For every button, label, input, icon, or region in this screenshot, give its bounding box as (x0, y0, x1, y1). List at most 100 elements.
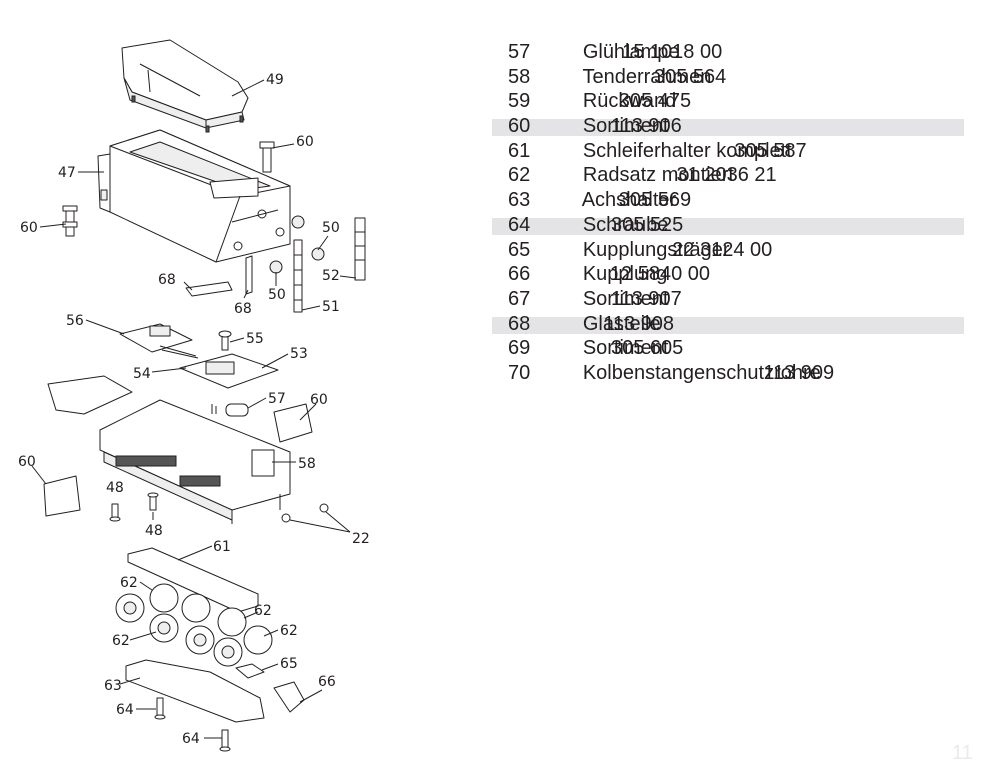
callout-62: 62 (280, 623, 298, 639)
callout-48: 48 (145, 523, 163, 539)
part-66-coupling (273, 681, 305, 713)
part-53-board (179, 353, 279, 389)
callout-50: 50 (322, 220, 340, 236)
parts-list-row: 58 Tenderrahmen 305 564 (492, 65, 964, 90)
callout-57: 57 (268, 391, 286, 407)
callout-53: 53 (290, 346, 308, 362)
part-name: Sortiment (582, 115, 669, 138)
order-code: 305 569 (618, 189, 692, 212)
part-number: 62 (508, 164, 531, 187)
part-name: Schleiferhalter komplett (582, 139, 792, 162)
part-name: Radsatz montiert (582, 164, 734, 187)
part-name: Kupplung (582, 263, 668, 286)
parts-list-row: 62 Radsatz montiert 31 2036 21 (492, 163, 964, 188)
callout-54: 54 (133, 366, 151, 382)
part-58-frame (99, 399, 291, 524)
part-weight (47, 375, 133, 415)
leader-lines (31, 79, 357, 739)
part-48-screws (109, 492, 159, 522)
parts-list-row: 68 Glasteile 113 908 (492, 312, 964, 337)
callout-60: 60 (20, 220, 38, 236)
order-code: 305 605 (610, 337, 684, 360)
parts-list-row: 63 Achshalter 305 569 (492, 188, 964, 213)
part-name: Glühlampe (582, 41, 680, 63)
part-55-screw (218, 330, 232, 351)
callout-64: 64 (116, 702, 134, 718)
callout-22: 22 (352, 531, 370, 547)
callout-58: 58 (298, 456, 316, 472)
part-number: 61 (508, 139, 531, 162)
part-name: Schraube (582, 213, 669, 236)
part-64-screws (154, 697, 231, 752)
part-number: 70 (508, 361, 531, 384)
callout-49: 49 (266, 72, 284, 88)
part-name: Tenderrahmen (582, 65, 712, 88)
callout-68: 68 (234, 301, 252, 317)
callout-51: 51 (322, 299, 340, 315)
parts-list-row: 57 Glühlampe 15 1018 00 (492, 40, 964, 65)
part-68-glass (185, 255, 253, 297)
callout-63: 63 (104, 678, 122, 694)
parts-list-row: 69 Sortiment 305 605 (492, 336, 964, 361)
part-61-collector-holder (127, 547, 259, 613)
page-number: 11 (952, 742, 973, 764)
part-52-ladder (354, 217, 366, 281)
part-22-screws (281, 503, 329, 523)
part-65-coupling-carrier (235, 663, 265, 679)
order-code: 31 2036 21 (676, 164, 777, 187)
callout-56: 56 (66, 313, 84, 329)
order-code: 305 564 (653, 65, 727, 88)
part-number: 59 (508, 90, 531, 113)
order-code: 113 908 (603, 312, 674, 335)
callout-61: 61 (213, 539, 231, 555)
parts-list-table: 57 Glühlampe 15 1018 00 58 Tenderrahmen … (492, 40, 964, 386)
part-number: 67 (508, 287, 531, 310)
callout-62: 62 (254, 603, 272, 619)
parts-list-row: 67 Sortiment 113 907 (492, 287, 964, 312)
part-49-cover (121, 39, 249, 133)
callout-50: 50 (268, 287, 286, 303)
part-number: 60 (508, 115, 531, 138)
part-63-axle-holder (125, 659, 265, 723)
parts-list-row: 70 Kolbenstangenschutzrohre 113 909 (492, 361, 964, 386)
callout-60: 60 (310, 392, 328, 408)
callout-66: 66 (318, 674, 336, 690)
parts-list-row: 60 Sortiment 113 906 (492, 114, 964, 139)
part-60-clip-b (62, 205, 78, 237)
callout-60: 60 (18, 454, 36, 470)
callout-64: 64 (182, 731, 200, 747)
parts-list-row: 64 Schraube 305 525 (492, 213, 964, 238)
part-name: Sortiment (582, 287, 669, 310)
callout-62: 62 (112, 633, 130, 649)
order-code: 305 475 (618, 90, 692, 113)
parts-list-row: 61 Schleiferhalter komplett 305 587 (492, 139, 964, 164)
exploded-parts-diagram: 49 60 47 60 50 52 68 50 68 51 56 55 53 5… (18, 39, 370, 752)
part-56-board (119, 323, 199, 359)
order-code: 15 1018 00 (622, 41, 723, 63)
order-code: 305 525 (611, 213, 684, 236)
callout-52: 52 (322, 268, 340, 284)
order-code: 22 3124 00 (672, 238, 773, 261)
order-code: 113 909 (763, 361, 835, 384)
part-name: Kolbenstangenschutzrohre (582, 361, 821, 384)
callout-65: 65 (280, 656, 298, 672)
part-number: 68 (508, 312, 531, 335)
parts-list-row: 66 Kupplung 12 5840 00 (492, 262, 964, 287)
part-51-ladder (293, 239, 303, 313)
part-number: 69 (508, 337, 531, 360)
part-name: Achshalter (581, 189, 677, 212)
part-number: 58 (508, 65, 531, 88)
order-code: 113 907 (610, 287, 682, 310)
part-number: 63 (508, 189, 531, 212)
order-code: 305 587 (734, 139, 807, 162)
order-code: 12 5840 00 (609, 263, 711, 286)
part-62-wheelsets (115, 583, 273, 667)
callout-68: 68 (158, 272, 176, 288)
part-name: Glasteile (582, 312, 661, 335)
callout-55: 55 (246, 331, 264, 347)
part-name: Kupplungsträger (582, 238, 730, 261)
part-number: 66 (508, 263, 531, 286)
part-60-plate-c (273, 403, 313, 443)
part-name: Sortiment (582, 337, 669, 360)
callout-48: 48 (106, 480, 124, 496)
